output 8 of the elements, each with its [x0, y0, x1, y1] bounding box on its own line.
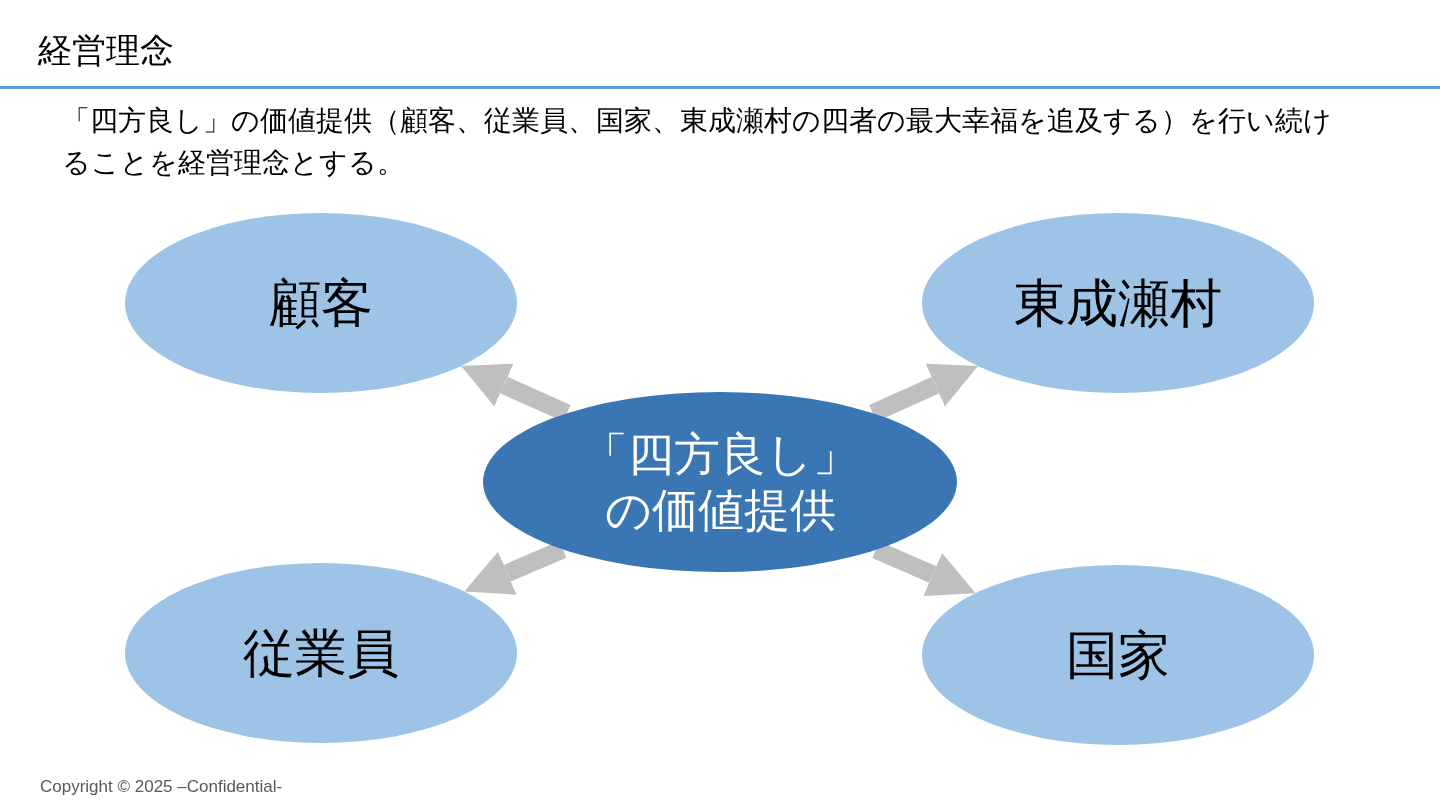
- mission-statement: 「四方良し」の価値提供（顧客、従業員、国家、東成瀬村の四者の最大幸福を追及する）を行い続けることを経営理念とする。: [62, 104, 1333, 180]
- node-label: 「四方良し」の価値提供: [580, 427, 860, 538]
- node-label: 国家: [1066, 625, 1170, 686]
- node-label: 顧客: [269, 273, 373, 334]
- copyright-notice: Copyright © 2025 –Confidential-: [40, 776, 283, 798]
- node-label: 東成瀬村: [1014, 273, 1222, 334]
- slide-title: 経営理念: [38, 30, 174, 71]
- node-label: 従業員: [243, 623, 399, 684]
